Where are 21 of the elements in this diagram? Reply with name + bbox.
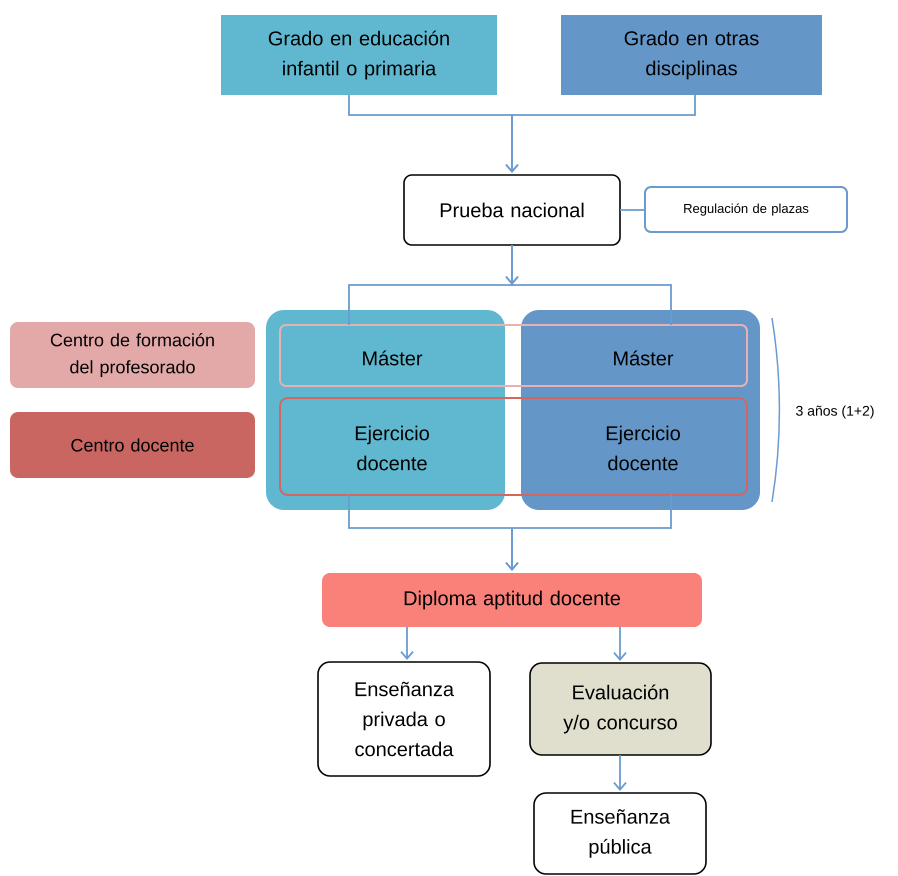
- label-box: Centro de formación del profesorado: [10, 322, 255, 388]
- process-box: Grado en educación infantil o primaria: [221, 15, 497, 95]
- process-box: Enseñanza privada o concertada: [317, 661, 491, 777]
- note-box: Regulación de plazas: [644, 186, 848, 233]
- band-box: Ejercicio docente Ejercicio docente: [279, 397, 748, 496]
- band-box: Máster Máster: [279, 324, 748, 387]
- arrow: [400, 627, 414, 660]
- connector: [620, 209, 645, 211]
- group-box: [266, 310, 505, 510]
- duration-label: 3 años (1+2): [796, 405, 874, 419]
- label-box: Centro docente: [10, 412, 255, 478]
- process-box: Diploma aptitud docente: [322, 573, 702, 627]
- arrow: [613, 755, 627, 791]
- process-box: Enseñanza pública: [533, 792, 707, 875]
- arrow: [505, 95, 696, 173]
- group-box: [521, 310, 760, 510]
- arrow: [505, 495, 672, 571]
- process-box: Prueba nacional: [403, 174, 621, 246]
- process-box: Grado en otras disciplinas: [561, 15, 822, 95]
- arrow: [613, 627, 627, 661]
- process-box: Evaluación y/o concurso: [529, 662, 712, 756]
